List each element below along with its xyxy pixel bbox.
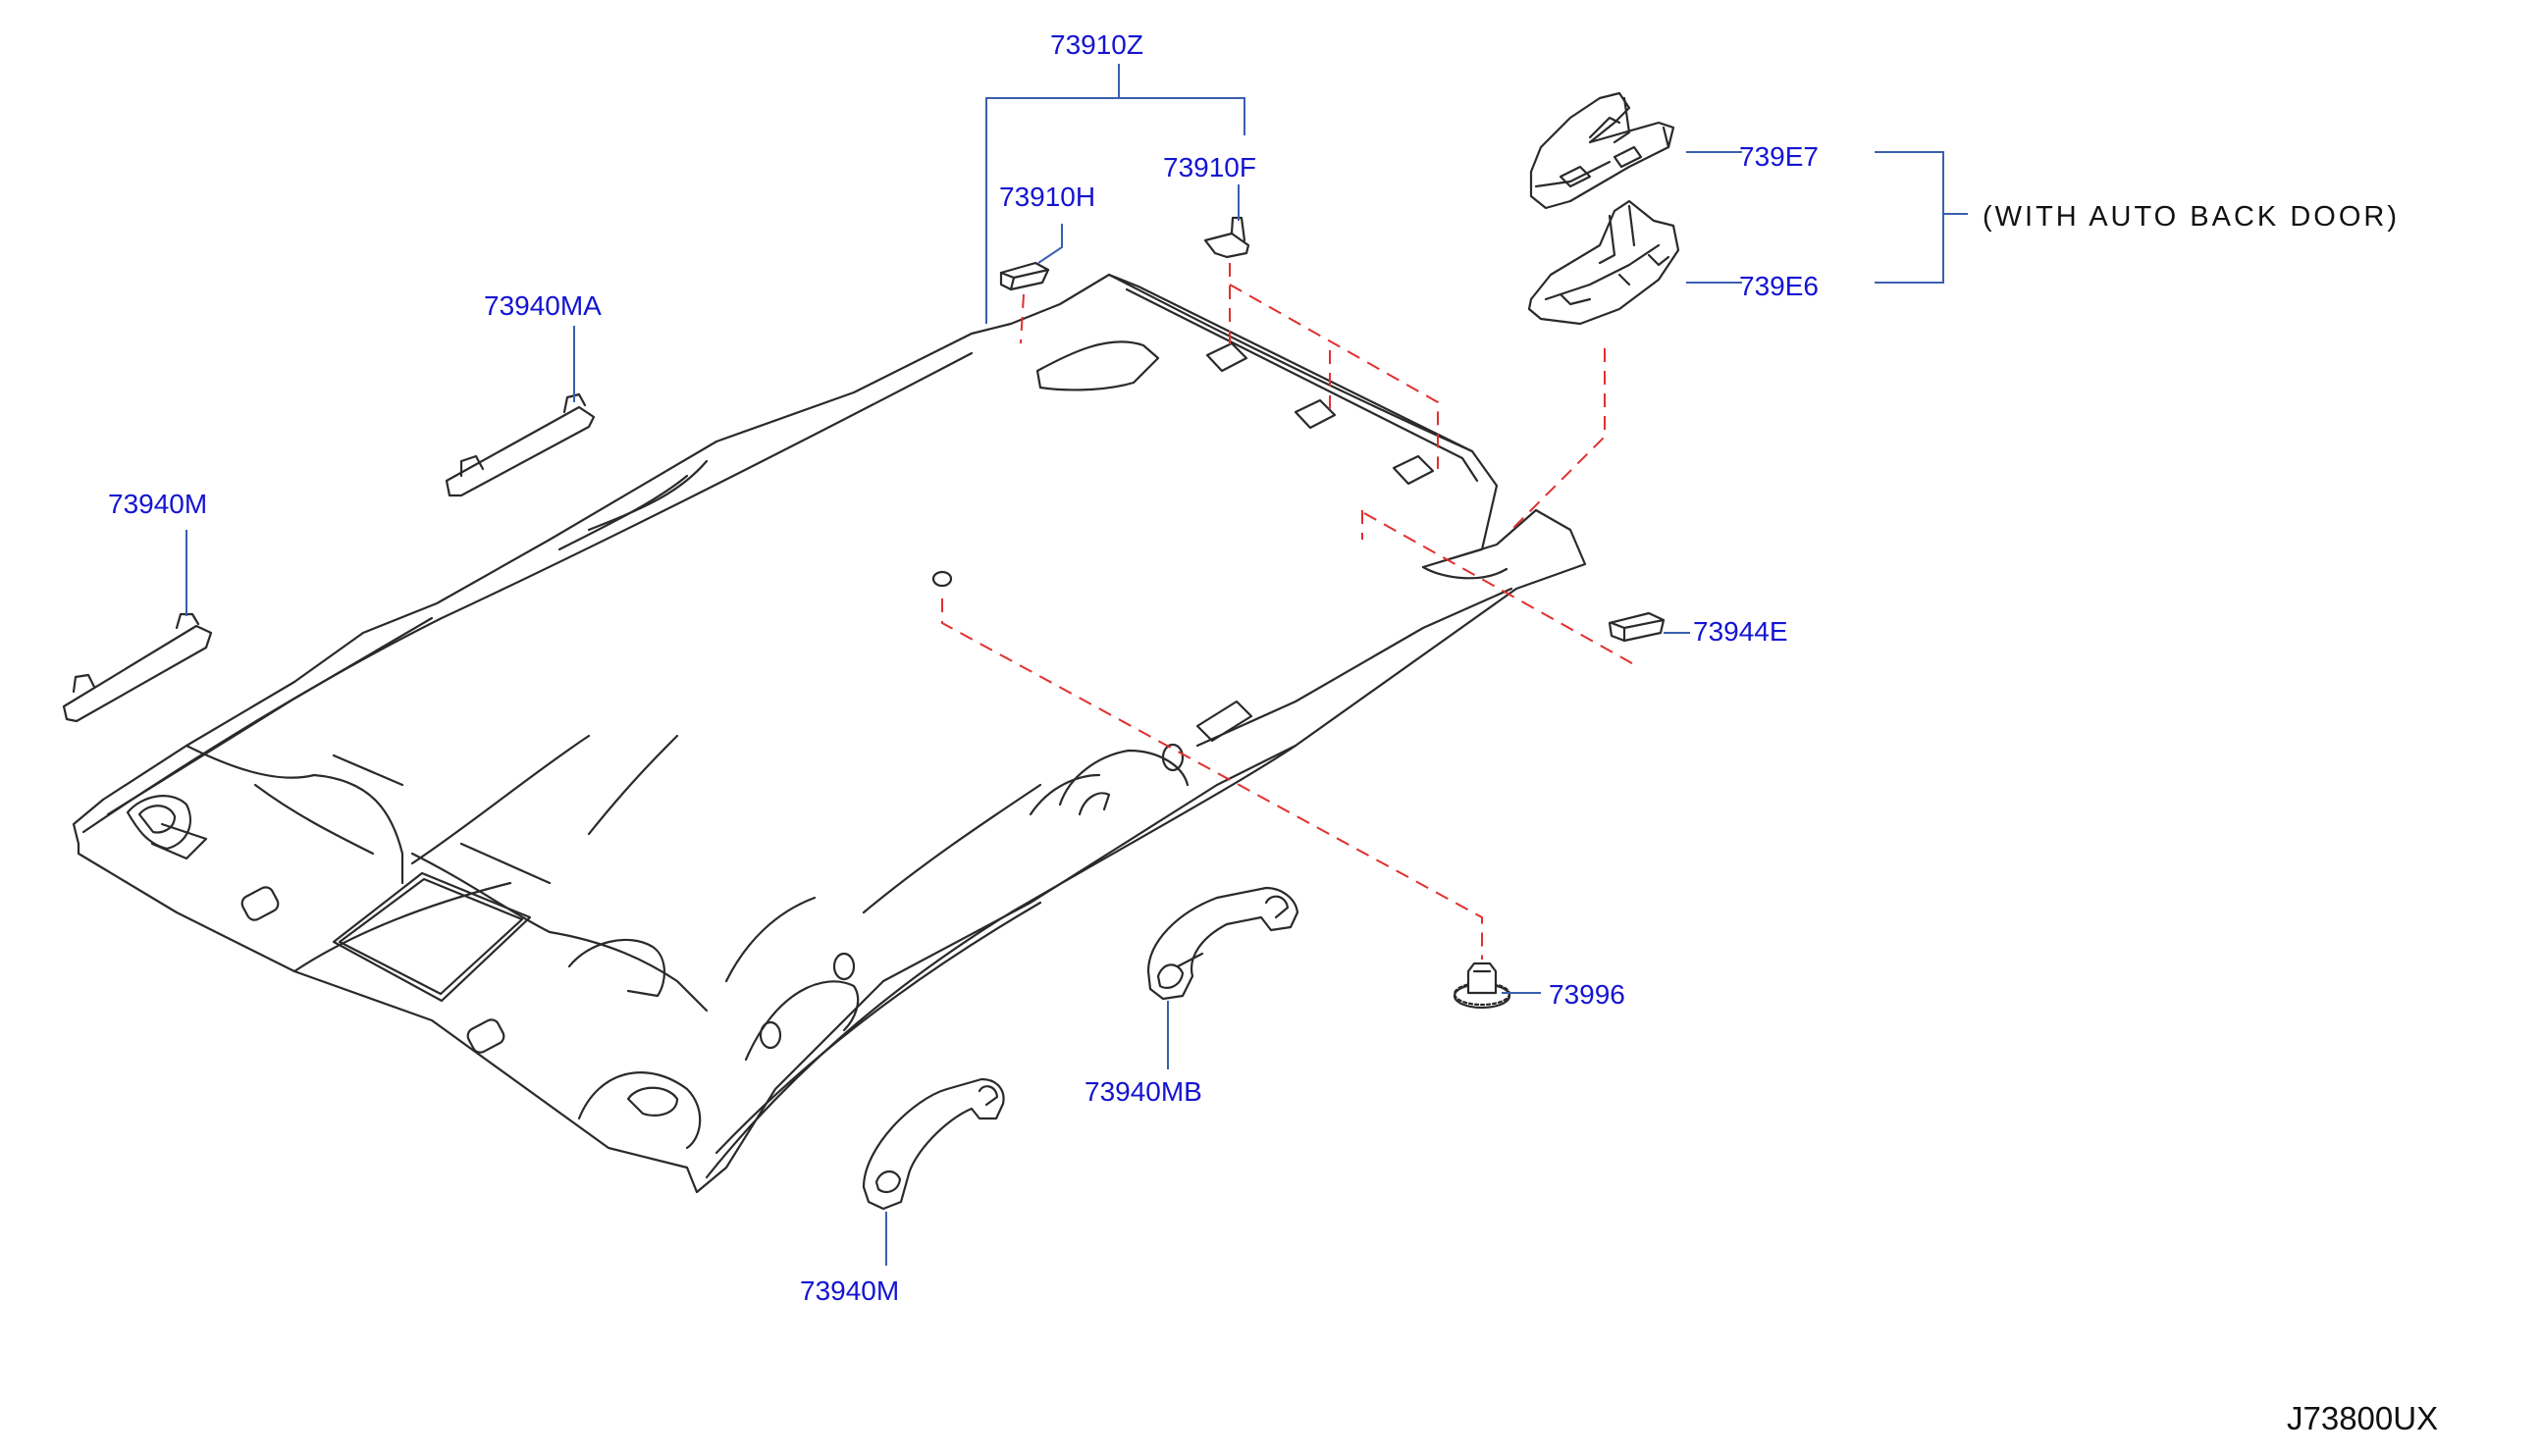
clip-73910H — [999, 261, 1050, 291]
clip-73996 — [1453, 962, 1511, 1010]
auto-back-door-note: (WITH AUTO BACK DOOR) — [1983, 201, 2400, 233]
finisher-739E7 — [1529, 91, 1675, 210]
leader-lines — [185, 64, 1968, 1266]
callout-labels: 73910Z 73910F 73910H 73940MA 73940M 739E… — [108, 29, 1819, 1306]
label-73940MA: 73940MA — [484, 290, 602, 321]
finisher-739E6 — [1527, 199, 1680, 326]
label-73940MB: 73940MB — [1085, 1076, 1202, 1107]
clip-73910F — [1203, 216, 1250, 259]
label-73940M-left: 73940M — [108, 489, 207, 519]
diagram-code: J73800UX — [2287, 1400, 2438, 1436]
label-73940M-bottom: 73940M — [800, 1275, 899, 1306]
label-73910H: 73910H — [999, 182, 1095, 212]
headlining-panel — [72, 273, 1587, 1194]
assembly-lines — [941, 263, 1640, 960]
clip-73944E — [1608, 611, 1666, 643]
label-739E7: 739E7 — [1739, 141, 1819, 172]
label-73910F: 73910F — [1163, 152, 1256, 182]
assist-grip-73940M-bottom — [862, 1077, 1005, 1211]
label-739E6: 739E6 — [1739, 271, 1819, 301]
assist-grip-73940M-left — [62, 612, 213, 723]
assist-grip-73940MB — [1146, 886, 1299, 1001]
assist-grip-73940MA — [445, 392, 596, 497]
label-73910Z: 73910Z — [1050, 29, 1143, 60]
label-73944E: 73944E — [1693, 616, 1788, 647]
label-73996: 73996 — [1549, 979, 1625, 1010]
